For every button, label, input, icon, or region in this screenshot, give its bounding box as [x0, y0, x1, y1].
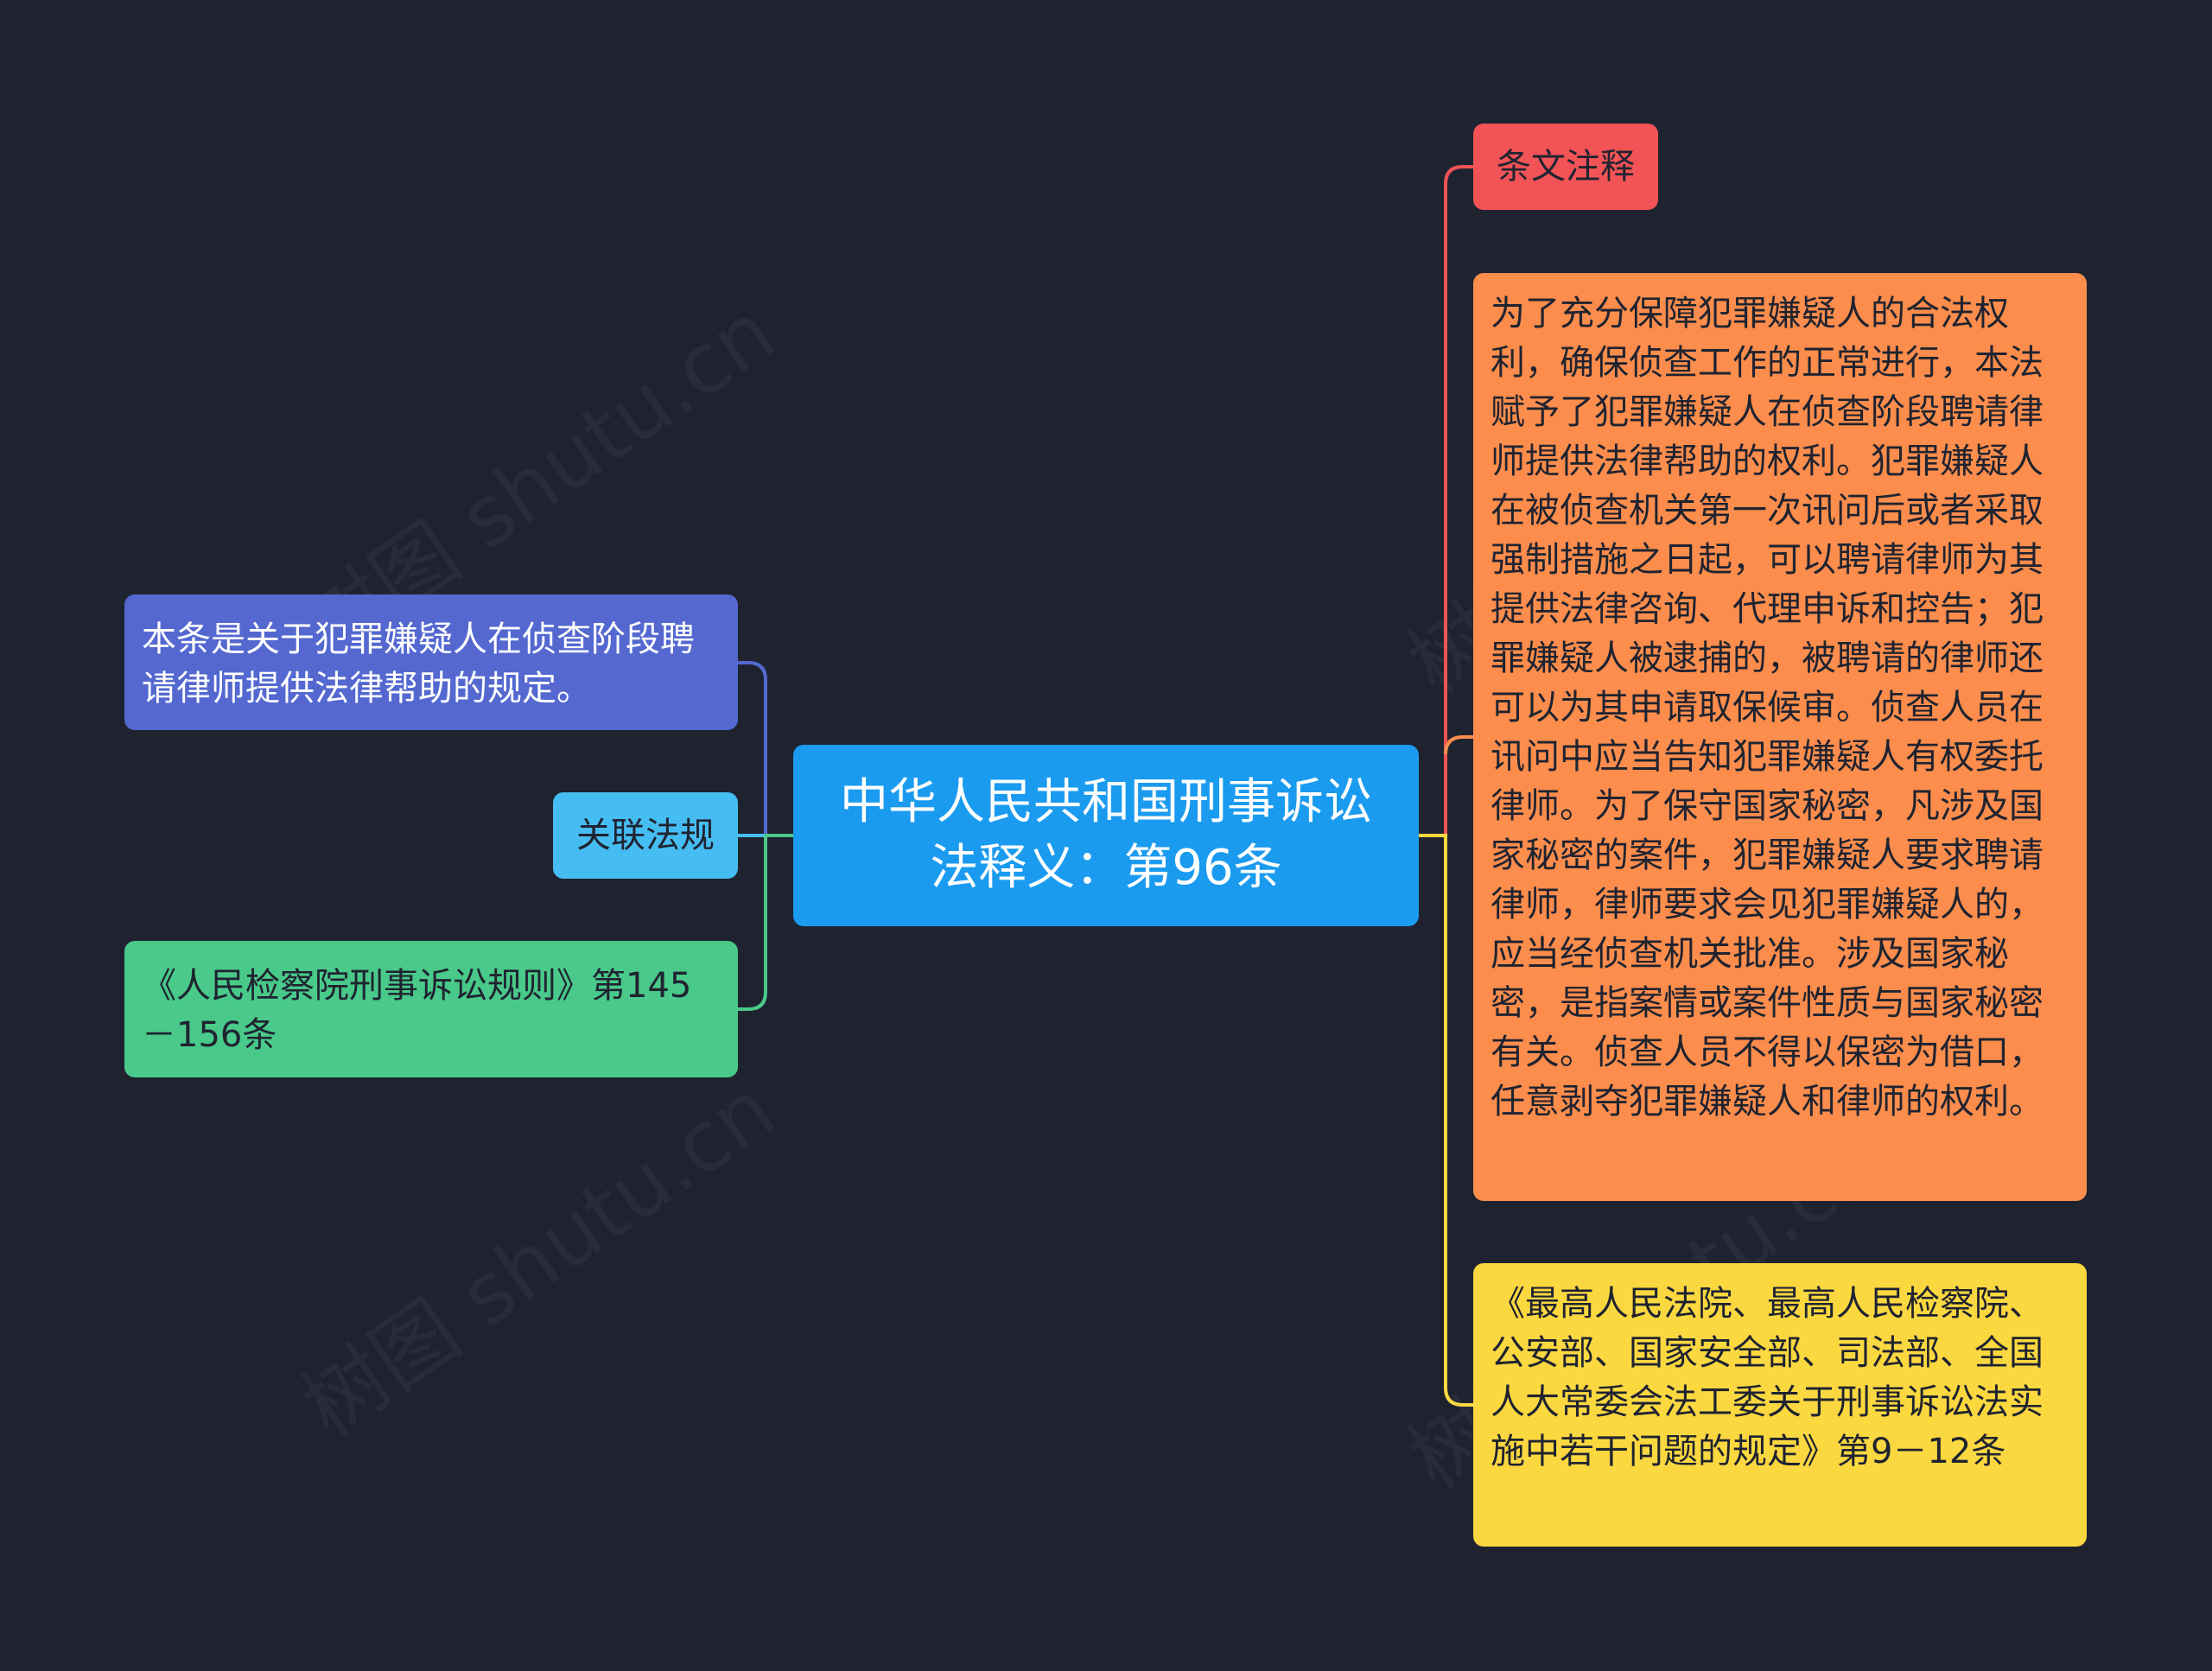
- annotation-label: 条文注释: [1497, 146, 1635, 187]
- connector-regulation: [1419, 834, 1473, 1407]
- related-laws-label: 关联法规: [576, 815, 715, 855]
- regulation-node[interactable]: 《最高人民法院、最高人民检察院、公安部、国家安全部、司法部、全国人大常委会法工委…: [1473, 1263, 2087, 1547]
- annotation-text: 为了充分保障犯罪嫌疑人的合法权利，确保侦查工作的正常进行，本法赋予了犯罪嫌疑人在…: [1491, 294, 2044, 1121]
- annotation-text-node[interactable]: 为了充分保障犯罪嫌疑人的合法权利，确保侦查工作的正常进行，本法赋予了犯罪嫌疑人在…: [1473, 273, 2087, 1201]
- related-laws-node[interactable]: 关联法规: [553, 792, 738, 879]
- summary-text: 本条是关于犯罪嫌疑人在侦查阶段聘请律师提供法律帮助的规定。: [142, 619, 695, 708]
- connector-summary: [738, 661, 793, 837]
- central-topic[interactable]: 中华人民共和国刑事诉讼法释义：第96条: [793, 745, 1419, 926]
- connector-annotation-text: [1444, 735, 1473, 755]
- connector-annotation: [1419, 165, 1473, 837]
- summary-node[interactable]: 本条是关于犯罪嫌疑人在侦查阶段聘请律师提供法律帮助的规定。: [124, 594, 738, 730]
- connector-related-law: [738, 834, 793, 1011]
- procuratorate-rules-node[interactable]: 《人民检察院刑事诉讼规则》第145－156条: [124, 941, 738, 1077]
- procuratorate-rules-text: 《人民检察院刑事诉讼规则》第145－156条: [142, 966, 692, 1055]
- annotation-label-node[interactable]: 条文注释: [1473, 124, 1658, 210]
- central-topic-text: 中华人民共和国刑事诉讼法释义：第96条: [840, 774, 1372, 896]
- regulation-text: 《最高人民法院、最高人民检察院、公安部、国家安全部、司法部、全国人大常委会法工委…: [1491, 1284, 2044, 1471]
